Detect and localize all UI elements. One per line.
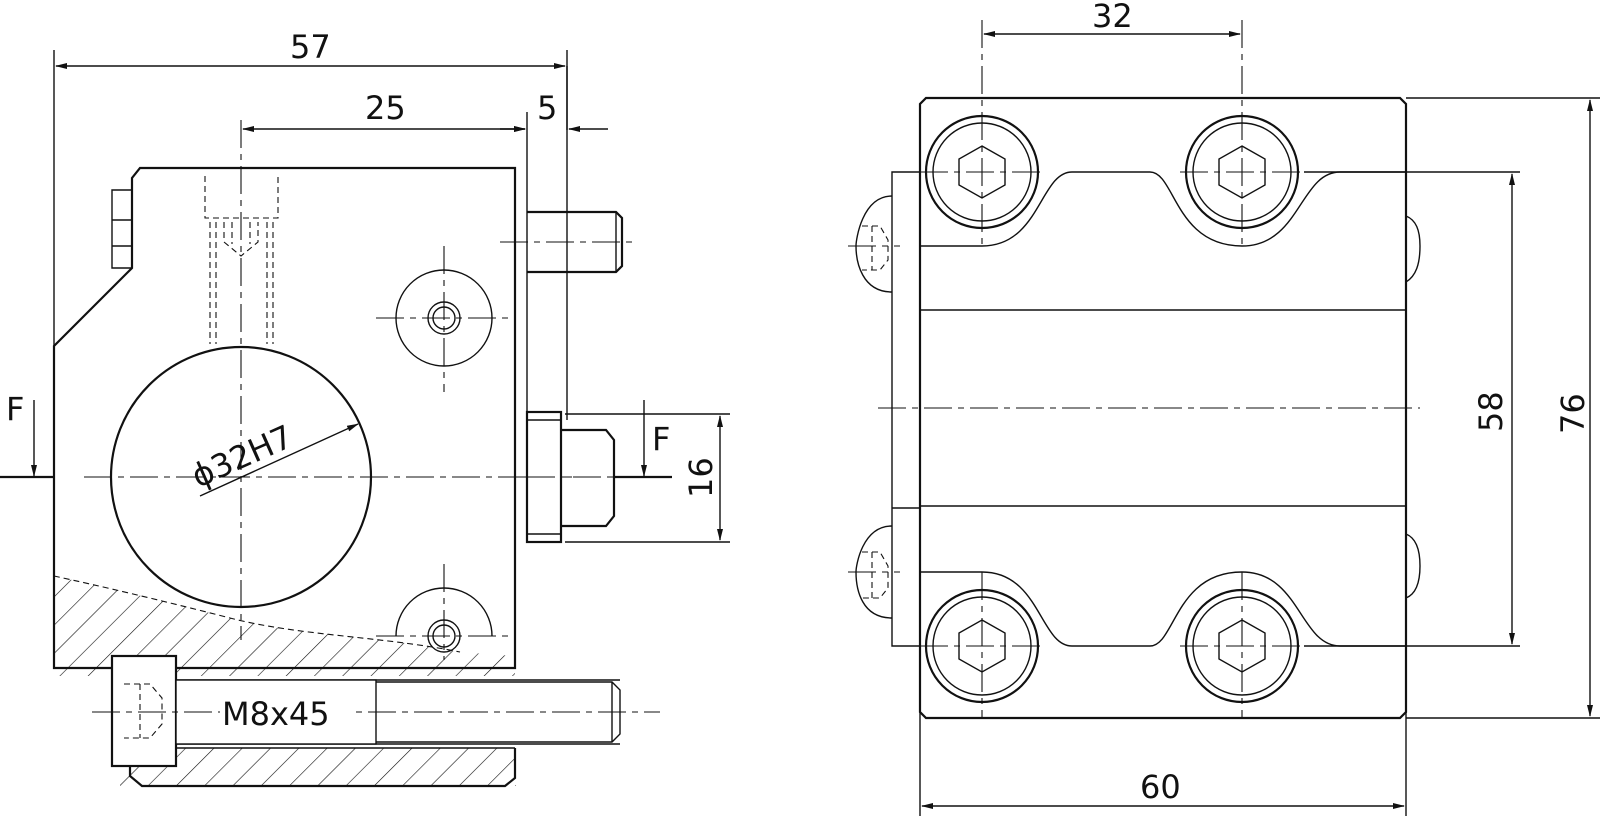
top-setscrew	[204, 176, 279, 344]
right-view: 32 58 76 60	[848, 0, 1600, 816]
body-left-flange	[111, 189, 132, 269]
dim-overall-height: 76	[1554, 393, 1592, 434]
dim-face-offset: 5	[537, 89, 557, 127]
force-label-left: F	[6, 390, 24, 428]
dim-stud: 16	[682, 457, 720, 498]
lower-section-outline	[128, 748, 517, 788]
dim-overall-width: 57	[290, 28, 331, 66]
cap-screw-top-left	[920, 20, 1044, 246]
bore-dim: ϕ32H7	[186, 417, 299, 495]
cap-screw-top-right	[1180, 20, 1304, 246]
screw-label: M8x45	[222, 695, 330, 733]
mounting-hole-lower	[376, 564, 512, 660]
dim-bolt-span: 58	[1472, 391, 1510, 432]
cap-screw-bottom-left	[920, 572, 1044, 718]
mounting-hole-upper	[376, 246, 512, 392]
left-view: M8x45 ϕ32H7	[0, 28, 730, 788]
dim-overall-width-front: 60	[1140, 768, 1181, 806]
dim-hole-to-face: 25	[365, 89, 406, 127]
cap-screw-bottom-right	[1180, 572, 1304, 718]
clamp-front-outline	[918, 96, 1408, 720]
upper-stud	[500, 210, 634, 274]
force-label-right: F	[652, 420, 670, 458]
dim-bolt-pitch: 32	[1092, 0, 1133, 35]
